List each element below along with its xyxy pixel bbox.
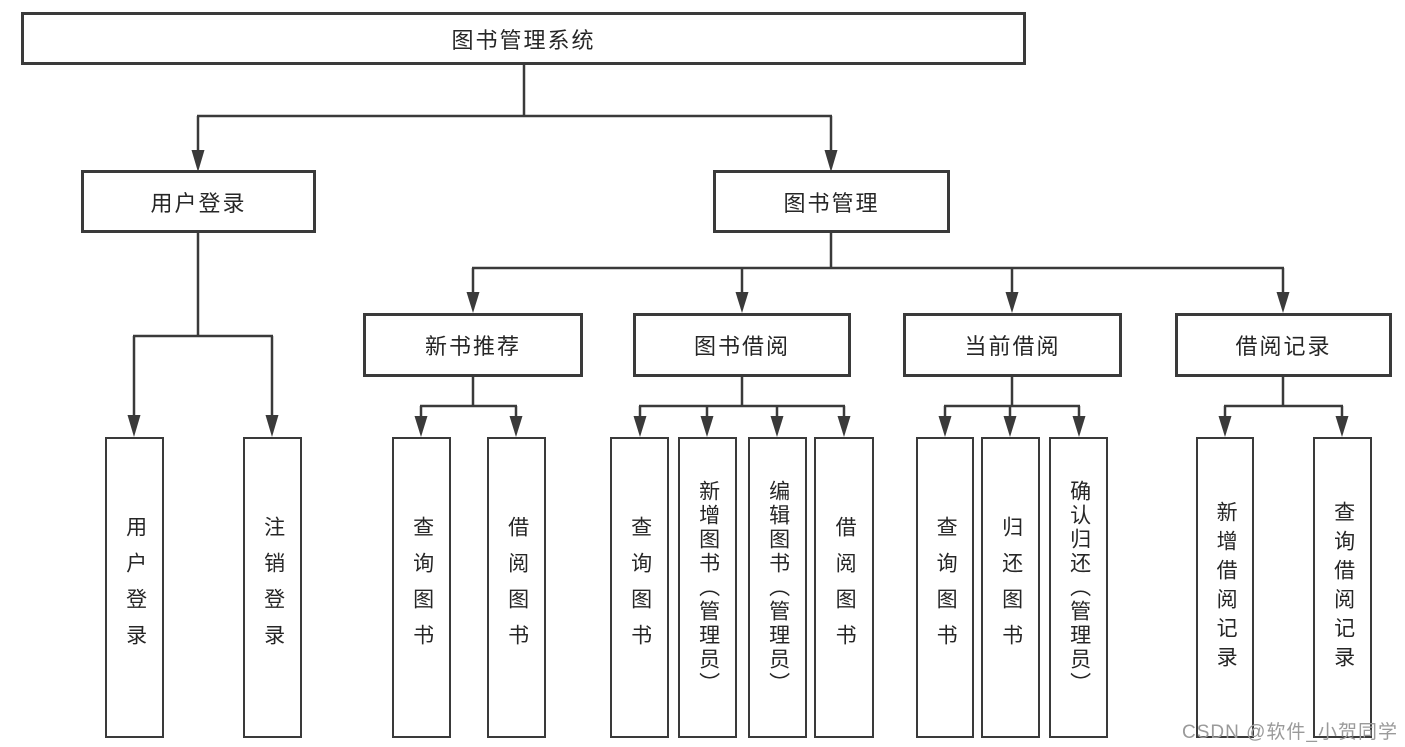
leaf-borrow-books-1-label: 借阅图书 — [505, 515, 529, 660]
leaf-query-books-3-label: 查询图书 — [934, 515, 958, 660]
leaf-query-books-2: 查询图书 — [610, 437, 669, 738]
leaf-user-login-label: 用户登录 — [123, 515, 147, 660]
leaf-user-login: 用户登录 — [105, 437, 164, 738]
leaf-confirm-return-admin: 确认归还（管理员） — [1049, 437, 1108, 738]
leaf-add-book-admin: 新增图书（管理员） — [678, 437, 737, 738]
node-new-book-recommend-label: 新书推荐 — [424, 334, 521, 359]
leaf-query-books-2-label: 查询图书 — [628, 515, 652, 660]
node-root: 图书管理系统 — [21, 12, 1026, 65]
leaf-add-borrow-record-label: 新增借阅记录 — [1214, 500, 1238, 675]
leaf-add-book-admin-label: 新增图书（管理员） — [696, 479, 720, 696]
leaf-return-book: 归还图书 — [981, 437, 1040, 738]
leaf-return-book-label: 归还图书 — [999, 515, 1023, 660]
node-root-label: 图书管理系统 — [451, 27, 596, 53]
leaf-edit-book-admin-label: 编辑图书（管理员） — [766, 479, 790, 696]
node-borrowing-records: 借阅记录 — [1175, 313, 1392, 377]
leaf-add-borrow-record: 新增借阅记录 — [1196, 437, 1254, 738]
leaf-query-books-1: 查询图书 — [392, 437, 451, 738]
node-user-login-label: 用户登录 — [150, 190, 247, 216]
leaf-query-books-3: 查询图书 — [916, 437, 974, 738]
watermark-text: CSDN @软件_小贺同学 — [1182, 722, 1398, 743]
leaf-borrow-books-2: 借阅图书 — [814, 437, 874, 738]
node-borrowing-records-label: 借阅记录 — [1235, 334, 1332, 359]
leaf-edit-book-admin: 编辑图书（管理员） — [748, 437, 807, 738]
leaf-query-borrow-record: 查询借阅记录 — [1313, 437, 1372, 738]
node-new-book-recommend: 新书推荐 — [363, 313, 583, 377]
leaf-logout-label: 注销登录 — [261, 515, 285, 660]
node-book-management-label: 图书管理 — [783, 190, 880, 216]
node-book-management: 图书管理 — [713, 170, 950, 233]
leaf-borrow-books-1: 借阅图书 — [487, 437, 546, 738]
leaf-logout: 注销登录 — [243, 437, 302, 738]
node-book-borrowing-label: 图书借阅 — [693, 334, 790, 359]
node-current-borrowing-label: 当前借阅 — [964, 334, 1061, 359]
leaf-borrow-books-2-label: 借阅图书 — [833, 515, 857, 660]
node-user-login: 用户登录 — [81, 170, 316, 233]
leaf-query-books-1-label: 查询图书 — [410, 515, 434, 660]
node-book-borrowing: 图书借阅 — [633, 313, 851, 377]
node-current-borrowing: 当前借阅 — [903, 313, 1122, 377]
leaf-confirm-return-admin-label: 确认归还（管理员） — [1067, 479, 1091, 696]
leaf-query-borrow-record-label: 查询借阅记录 — [1331, 500, 1355, 675]
